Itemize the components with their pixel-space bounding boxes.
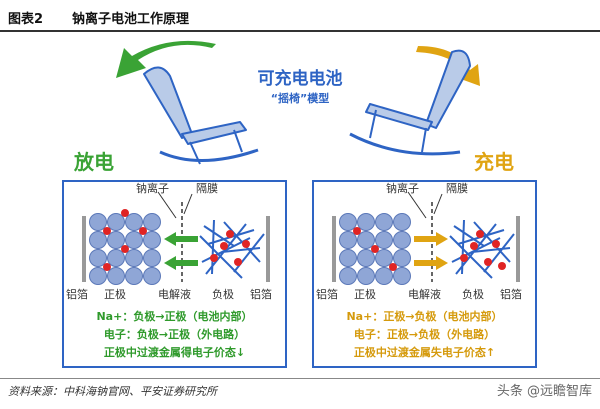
cathode-lattice-sphere (89, 213, 107, 231)
figure-title: 钠离子电池工作原理 (72, 12, 190, 27)
cathode-lattice-sphere (357, 249, 375, 267)
charge-label: 充电 (474, 150, 514, 174)
charge-line-1: Na+：正极→负极（电池内部） (346, 310, 503, 323)
al-foil-right-label: 铝箔 (250, 288, 272, 301)
cathode-lattice-sphere (357, 267, 375, 285)
cathode-label: 正极 (104, 288, 126, 301)
header-divider (0, 30, 600, 32)
separator-label: 隔膜 (196, 182, 218, 195)
discharge-line-3: 正极中过渡金属得电子价态↓ (103, 346, 246, 359)
discharge-arrow-icon (116, 40, 216, 78)
separator-label: 隔膜 (446, 182, 468, 195)
cathode-lattice-sphere (339, 213, 357, 231)
cathode-lattice-sphere (107, 267, 125, 285)
cathode-lattice-sphere (375, 231, 393, 249)
charge-line-3: 正极中过渡金属失电子价态↑ (353, 346, 496, 359)
cathode-lattice-sphere (393, 213, 411, 231)
cathode-lattice-sphere (125, 213, 143, 231)
charge-panel: 钠离子 隔膜 铝箔 正极 电解液 负极 铝箔 Na+：正极→负极（电池内部） 电… (312, 180, 537, 368)
figure-header: 图表2 钠离子电池工作原理 (0, 0, 600, 32)
cathode-lattice-sphere (143, 213, 161, 231)
sodium-ion-dot (389, 263, 397, 271)
sodium-ion-dot (353, 227, 361, 235)
cathode-lattice-sphere (107, 231, 125, 249)
anode-label: 负极 (462, 288, 484, 301)
cathode-lattice-sphere (393, 231, 411, 249)
source-note: 资料来源：中科海钠官网、平安证券研究所 (8, 385, 217, 398)
discharge-cell-graphic (82, 191, 270, 285)
sodium-ion-dot (139, 227, 147, 235)
cathode-lattice-sphere (143, 249, 161, 267)
cathode-lattice-sphere (375, 249, 393, 267)
discharge-rocking-chair-icon (143, 66, 259, 165)
cathode-lattice-sphere (125, 267, 143, 285)
sodium-ion-dot (103, 227, 111, 235)
cathode-lattice-sphere (143, 267, 161, 285)
diagram-subtitle: “摇椅”模型 (270, 92, 330, 105)
discharge-label: 放电 (74, 150, 114, 174)
sodium-ion-dot (103, 263, 111, 271)
watermark: 头条 @远瞻智库 (496, 384, 592, 399)
al-foil-left-label: 铝箔 (66, 288, 88, 301)
discharge-line-2: 电子：负极→正极（外电路） (103, 328, 246, 341)
cathode-lattice-sphere (339, 231, 357, 249)
cathode-lattice-sphere (339, 249, 357, 267)
cathode-lattice-sphere (393, 249, 411, 267)
cathode-lattice-sphere (125, 231, 143, 249)
figure-number: 图表2 (8, 12, 44, 27)
cathode-lattice-sphere (89, 267, 107, 285)
cathode-lattice-sphere (89, 249, 107, 267)
sodium-ion-dot (121, 245, 129, 253)
al-foil-right-label: 铝箔 (500, 288, 522, 301)
sodium-ion-label: 钠离子 (136, 182, 169, 195)
cathode-lattice-sphere (339, 267, 357, 285)
cathode-label: 正极 (354, 288, 376, 301)
cathode-lattice-sphere (143, 231, 161, 249)
cathode-lattice-sphere (375, 213, 393, 231)
cathode-lattice-sphere (375, 267, 393, 285)
charge-line-2: 电子：正极→负极（外电路） (353, 328, 496, 341)
discharge-line-1: Na+：负极→正极（电池内部） (96, 310, 253, 323)
sodium-ion-label: 钠离子 (386, 182, 419, 195)
cathode-lattice-sphere (89, 231, 107, 249)
cathode-lattice-sphere (107, 249, 125, 267)
al-foil-left-label: 铝箔 (316, 288, 338, 301)
footer-divider (0, 378, 600, 379)
anode-label: 负极 (212, 288, 234, 301)
diagram-title: 可充电电池 (257, 69, 343, 89)
cathode-lattice-sphere (357, 213, 375, 231)
cathode-lattice-sphere (357, 231, 375, 249)
charge-rocking-chair-icon (349, 49, 471, 156)
sodium-ion-dot (371, 245, 379, 253)
cathode-lattice-sphere (107, 213, 125, 231)
cathode-lattice-sphere (393, 267, 411, 285)
electrolyte-label: 电解液 (158, 288, 191, 301)
discharge-panel: 钠离子 隔膜 铝箔 正极 电解液 负极 铝箔 Na+：负极→正极（电池内部） 电… (62, 180, 287, 368)
electrolyte-label: 电解液 (408, 288, 441, 301)
cathode-lattice-sphere (125, 249, 143, 267)
sodium-ion-dot (121, 209, 129, 217)
charge-cell-graphic (332, 191, 520, 285)
